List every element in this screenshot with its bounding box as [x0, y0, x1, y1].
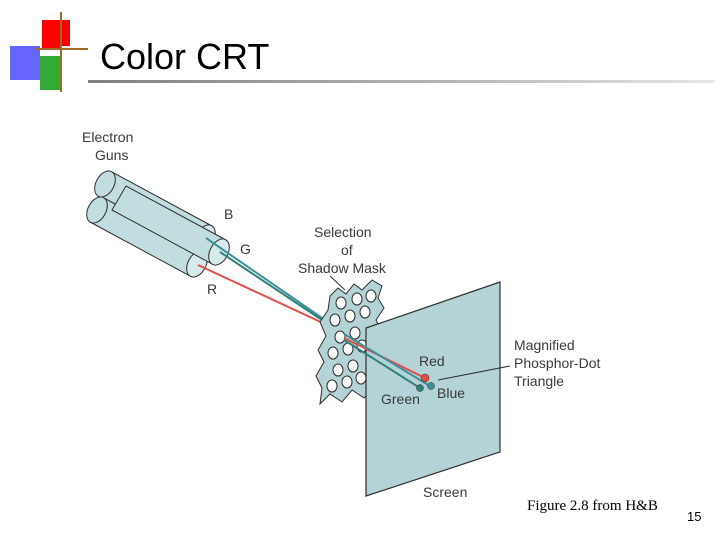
label-dot-red: Red — [419, 353, 445, 369]
label-gun-r: R — [207, 281, 217, 297]
beam-red — [197, 264, 326, 325]
logo-green-square — [40, 56, 62, 90]
label-screen: Screen — [423, 484, 467, 500]
label-magnified-3: Triangle — [514, 373, 564, 389]
label-dot-blue: Blue — [437, 385, 465, 401]
leader-magnified — [437, 365, 511, 381]
label-gun-g: G — [240, 241, 251, 257]
leader-selection — [329, 275, 346, 291]
figure-caption: Figure 2.8 from H&B — [527, 498, 658, 514]
label-magnified-2: Phosphor-Dot — [514, 355, 600, 371]
label-selection-1: Selection — [314, 224, 372, 240]
label-dot-green: Green — [381, 391, 420, 407]
label-gun-b: B — [224, 206, 233, 222]
logo-blue-square — [10, 46, 40, 80]
label-electron-guns-1: Electron — [82, 129, 133, 145]
electron-gun-g — [111, 185, 230, 266]
phosphor-dot-triangle — [416, 373, 435, 392]
title-rule — [88, 80, 714, 83]
label-selection-3: Shadow Mask — [298, 260, 387, 276]
label-electron-guns-2: Guns — [95, 147, 128, 163]
logo-horizontal-line — [36, 48, 88, 50]
beam-green-front — [343, 339, 421, 389]
page-number: 15 — [687, 509, 702, 524]
logo-white-square — [62, 46, 82, 66]
beam-green — [219, 251, 326, 323]
slide-title: Color CRT — [100, 36, 270, 77]
logo-red-square — [42, 20, 70, 48]
beam-blue — [205, 237, 326, 321]
label-selection-2: of — [341, 242, 353, 258]
logo-vertical-line — [60, 12, 62, 92]
beam-blue-front — [343, 333, 431, 387]
label-magnified-1: Magnified — [514, 337, 575, 353]
electron-gun-r — [86, 196, 208, 278]
